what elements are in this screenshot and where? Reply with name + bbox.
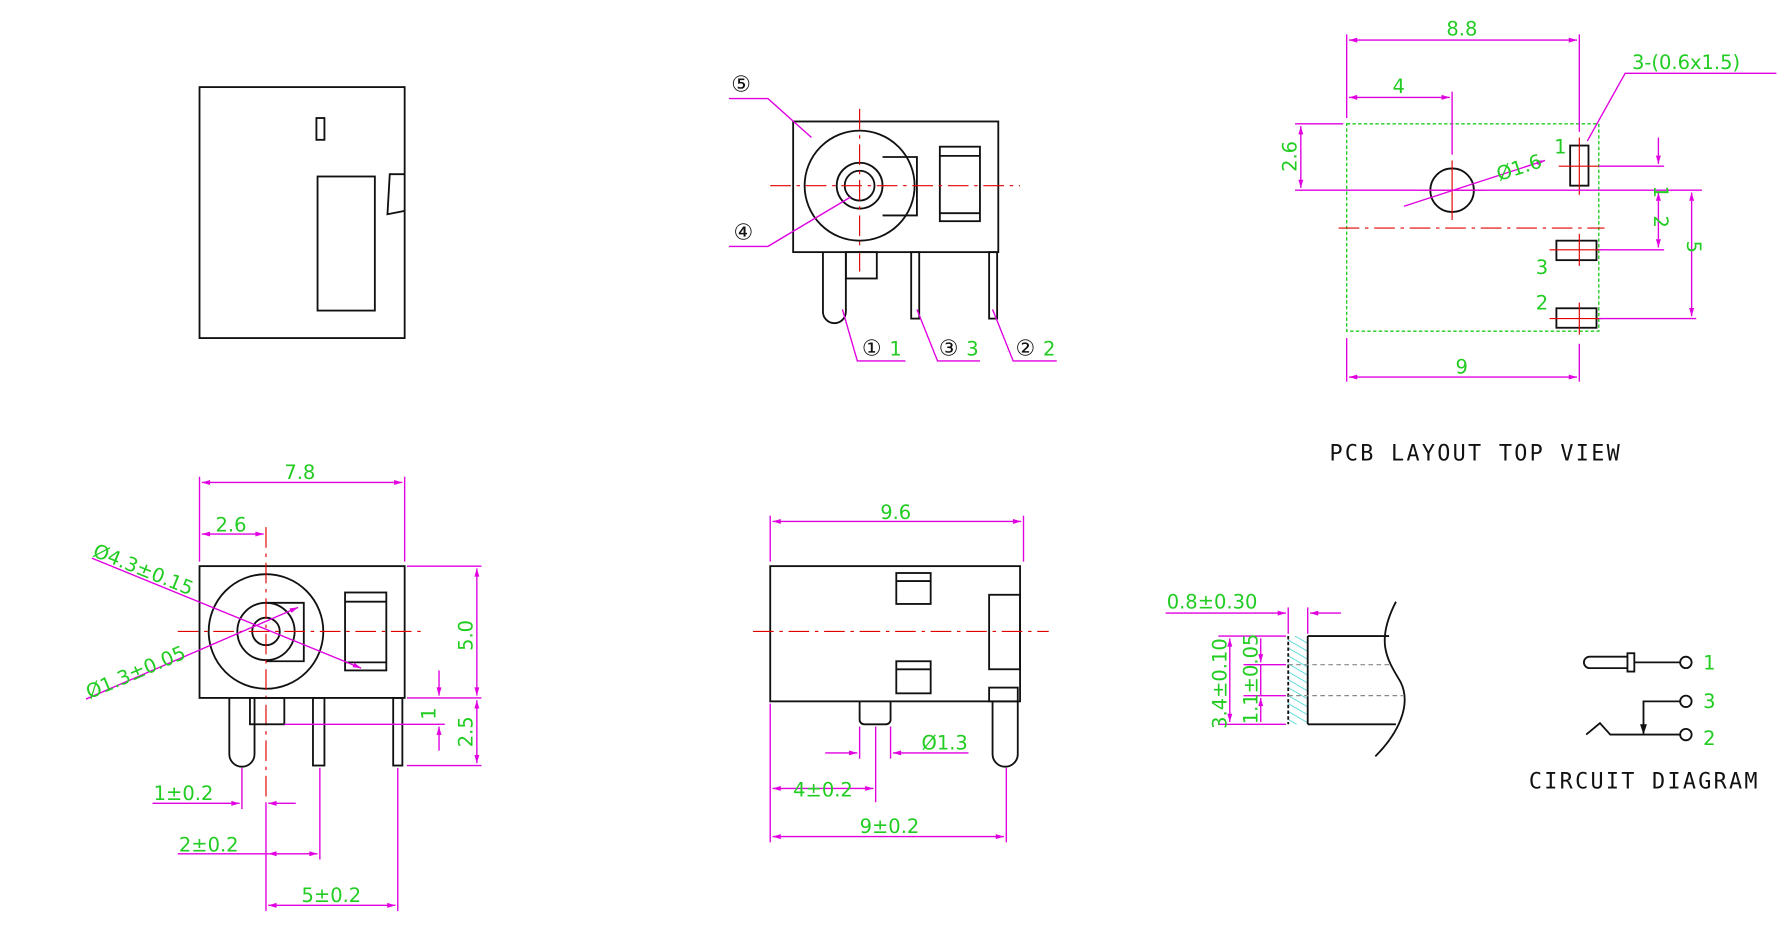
circuit-pin-1: 1 <box>1703 651 1715 674</box>
dim-4-0-2: 4±0.2 <box>793 778 853 801</box>
side-view: 9.6 Ø1.3 4±0.2 9±0.2 <box>753 501 1049 843</box>
callout-1: ① <box>862 336 884 361</box>
dim-thickness: 0.8±0.30 <box>1167 591 1258 614</box>
pad-label-1: 1 <box>1554 136 1566 159</box>
dim-1: 1 <box>1649 186 1672 198</box>
dim-2-6: 2.6 <box>216 514 247 537</box>
dim-5-0: 5.0 <box>454 620 477 651</box>
dim-9: 9 <box>1456 356 1468 379</box>
dim-outer-dia: Ø4.3±0.15 <box>90 539 197 600</box>
dim-pin-dia: Ø1.3 <box>922 731 968 754</box>
pcb-layout-title: PCB LAYOUT TOP VIEW <box>1329 442 1622 467</box>
callout-3: ③ <box>939 336 961 361</box>
callout-2: ② <box>1015 336 1037 361</box>
dim-9-0-2: 9±0.2 <box>860 815 920 838</box>
dim-2-0-2: 2±0.2 <box>179 833 239 856</box>
dim-5-0-2: 5±0.2 <box>302 884 362 907</box>
pcb-layout: 8.8 4 9 2.6 1 2 5 Ø1.6 3-(0.6x1.5) 1 3 2… <box>1278 18 1777 467</box>
front-view-dimensions: 7.8 2.6 Ø4.3±0.15 Ø1.3±0.05 5.0 2.5 1 1±… <box>82 461 482 912</box>
dim-2-6: 2.6 <box>1278 141 1301 172</box>
circuit-diagram-title: CIRCUIT DIAGRAM <box>1529 769 1760 794</box>
dim-2-5: 2.5 <box>454 716 477 747</box>
circuit-pin-2: 2 <box>1703 727 1715 750</box>
pin-number-3: 3 <box>966 337 978 360</box>
dim-9-6: 9.6 <box>880 501 911 524</box>
dim-2: 2 <box>1649 215 1672 227</box>
dim-1: 1 <box>418 707 441 719</box>
dim-1-0-2: 1±0.2 <box>154 782 214 805</box>
pad-label-3: 3 <box>1536 256 1548 279</box>
dim-pads: 3-(0.6x1.5) <box>1632 51 1740 74</box>
section-detail: 0.8±0.30 3.4±0.10 1.1±0.05 <box>1165 591 1406 758</box>
top-view <box>198 86 406 339</box>
dim-5: 5 <box>1682 241 1705 253</box>
dim-hole-dia: Ø1.6 <box>1494 150 1545 186</box>
circuit-pin-3: 3 <box>1703 690 1715 713</box>
front-view-callouts: ⑤ ④ ① 1 ③ 3 ② 2 <box>728 73 1057 362</box>
circuit-diagram: 1 3 2 CIRCUIT DIAGRAM <box>1529 651 1760 794</box>
dim-outer: 3.4±0.10 <box>1208 638 1231 729</box>
pin-number-1: 1 <box>889 337 901 360</box>
callout-5: ⑤ <box>731 73 753 98</box>
dim-inner: 1.1±0.05 <box>1239 634 1262 725</box>
pin-number-2: 2 <box>1043 337 1055 360</box>
dim-8-8: 8.8 <box>1446 18 1477 41</box>
dim-7-8: 7.8 <box>284 461 315 484</box>
pad-label-2: 2 <box>1536 291 1548 314</box>
dim-pin-dia: Ø1.3±0.05 <box>82 641 189 704</box>
callout-4: ④ <box>734 221 756 246</box>
dim-4: 4 <box>1393 75 1405 98</box>
